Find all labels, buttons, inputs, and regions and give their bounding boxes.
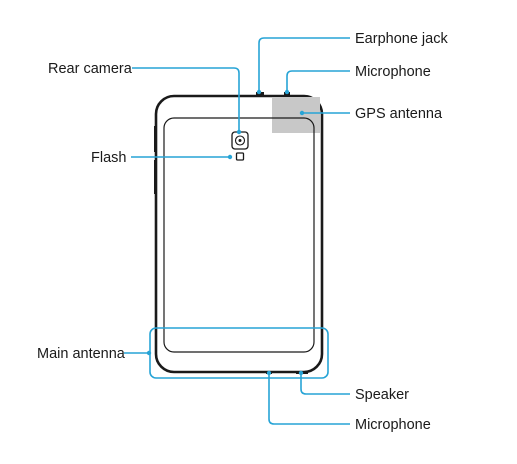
label-microphone-bottom: Microphone (355, 417, 431, 433)
label-flash: Flash (91, 150, 126, 166)
callout-line-speaker (300, 374, 350, 395)
callout-dot-earphone-jack (256, 89, 262, 95)
callout-dot-flash (227, 154, 233, 160)
callout-dot-microphone-bottom (266, 370, 272, 376)
callout-line-microphone-bottom (268, 374, 350, 425)
label-microphone-top: Microphone (355, 64, 431, 80)
callout-lines (124, 37, 350, 425)
callout-line-rear-camera (132, 67, 240, 132)
callout-dot-gps-antenna (299, 110, 305, 116)
label-speaker: Speaker (355, 387, 409, 403)
labels: Earphone jack Microphone GPS antenna Rea… (37, 31, 448, 433)
rear-camera-module (231, 131, 249, 150)
earphone-jack-port (256, 92, 264, 96)
callout-dot-rear-camera (236, 129, 242, 135)
callout-dot-microphone-top (284, 89, 290, 95)
callout-line-microphone-top (286, 70, 350, 92)
label-main-antenna: Main antenna (37, 346, 126, 362)
label-rear-camera: Rear camera (48, 61, 133, 77)
label-earphone-jack: Earphone jack (355, 31, 448, 47)
gps-antenna-region (272, 97, 320, 133)
callout-dot-main-antenna (146, 350, 152, 356)
callout-dot-speaker (298, 370, 304, 376)
tablet-body (154, 92, 324, 374)
flash-module (235, 152, 245, 161)
callout-line-earphone-jack (258, 37, 350, 92)
label-gps-antenna: GPS antenna (355, 106, 443, 122)
